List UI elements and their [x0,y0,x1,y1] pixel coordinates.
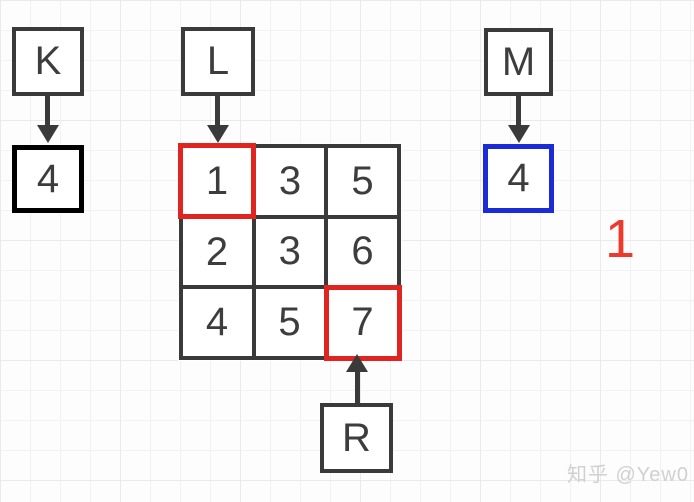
arrow-shaft-r [355,370,360,403]
matrix-row: 2 3 6 [178,214,401,289]
matrix-cell: 5 [251,285,328,360]
arrow-shaft-l [215,96,220,127]
matrix-row: 4 5 7 [178,284,402,361]
pointer-box-r: R [320,403,393,473]
pointer-label-r: R [342,415,371,460]
matrix-grid: 1 3 5 2 3 6 4 5 7 [178,143,402,361]
matrix-cell: 6 [324,214,401,289]
value-box-k: 4 [12,145,84,213]
matrix-cell-highlighted: 7 [323,284,402,361]
matrix-cell: 4 [178,285,256,360]
value-k: 4 [36,156,60,201]
pointer-box-m: M [484,28,553,96]
matrix-cell: 3 [251,214,328,289]
arrow-shaft-m [516,96,521,127]
pointer-label-m: M [501,39,536,84]
matrix-row: 1 3 5 [178,143,401,219]
pointer-label-l: L [206,39,230,83]
arrow-head-up-icon [346,354,368,372]
arrow-head-down-icon [207,125,229,143]
pointer-box-l: L [181,27,255,96]
value-m: 4 [507,156,530,200]
matrix-cell: 3 [251,143,328,219]
value-box-m: 4 [483,144,554,213]
matrix-cell-highlighted: 1 [178,143,256,219]
arrow-head-down-icon [37,125,59,143]
matrix-cell: 5 [324,143,401,219]
pointer-box-k: K [12,27,84,96]
arrow-shaft-k [45,96,50,127]
pointer-label-k: K [34,39,62,83]
annotation-number: 1 [604,209,636,269]
matrix-cell: 2 [178,214,256,289]
watermark-text: 知乎 @Yew0 [566,464,689,486]
arrow-head-down-icon [508,125,530,143]
